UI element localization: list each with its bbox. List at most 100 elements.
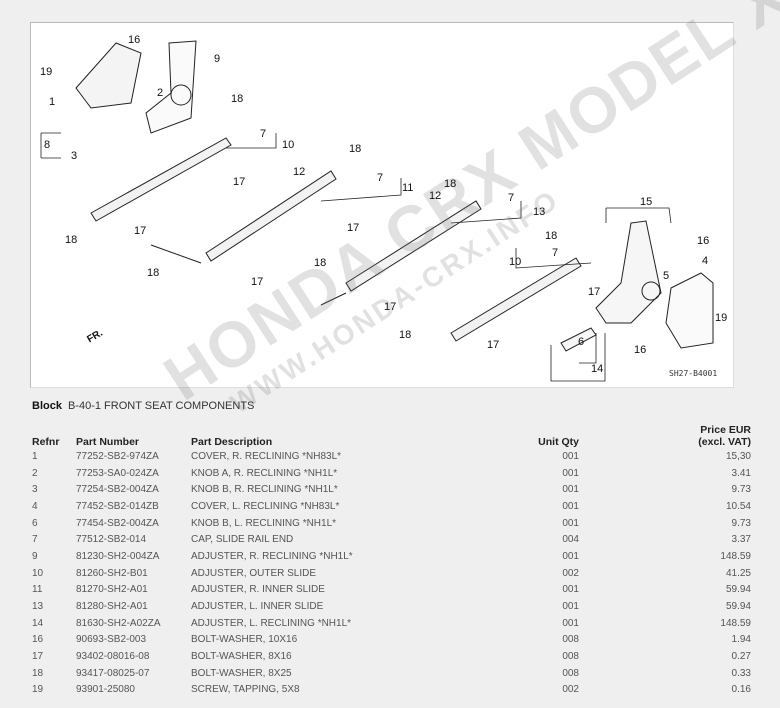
parts-diagram: HONDA CRX MODEL X WWW.HONDA-CRX.INFO FR.… xyxy=(30,0,780,419)
cell-part-number: 93901-25080 xyxy=(76,684,135,696)
parts-drawing xyxy=(40,40,714,382)
callout-label: 15 xyxy=(640,196,653,208)
callout-label: 7 xyxy=(508,192,515,204)
cell-part-number: 81630-SH2-A02ZA xyxy=(76,617,161,629)
header-description: Part Description xyxy=(191,436,273,448)
cell-price: 41.25 xyxy=(725,567,751,579)
cell-description: BOLT-WASHER, 10X16 xyxy=(191,634,298,646)
cell-price: 3.41 xyxy=(731,467,751,479)
cell-qty: 001 xyxy=(562,550,579,562)
callout-label: 18 xyxy=(231,93,244,105)
callout-label: 18 xyxy=(399,329,412,341)
cell-qty: 001 xyxy=(562,601,579,613)
header-price: Price EUR(excl. VAT) xyxy=(585,418,757,448)
callout-label: 16 xyxy=(697,235,710,247)
cell-price: 59.94 xyxy=(725,601,751,613)
callout-label: 8 xyxy=(44,139,51,151)
callout-label: 10 xyxy=(282,139,295,151)
callout-label: 18 xyxy=(65,234,78,246)
callout-label: 7 xyxy=(260,128,267,140)
cell-description: ADJUSTER, L. INNER SLIDE xyxy=(191,601,324,613)
cell-refnr: 9 xyxy=(32,550,38,562)
cell-price: 0.33 xyxy=(731,667,751,679)
cell-refnr: 17 xyxy=(32,651,44,663)
callout-label: 6 xyxy=(578,336,585,348)
table-row: 2 77253-SA0-024ZA KNOB A, R. RECLINING *NH… xyxy=(26,465,757,482)
callout-label: 18 xyxy=(147,267,160,279)
recliner-left xyxy=(560,220,714,352)
callout-label: 1 xyxy=(49,96,56,108)
cell-price: 0.16 xyxy=(731,684,751,696)
callout-label: 17 xyxy=(347,222,360,234)
cell-refnr: 11 xyxy=(32,584,43,596)
callout-label: 4 xyxy=(702,255,709,267)
cell-qty: 001 xyxy=(562,450,579,462)
table-row: 10 81260-SH2-B01 ADJUSTER, OUTER SLIDE 002 4… xyxy=(26,565,757,582)
cell-price: 9.73 xyxy=(731,517,751,529)
header-refnr: Refnr xyxy=(32,436,60,448)
cell-part-number: 81270-SH2-A01 xyxy=(76,584,148,596)
callout-label: 14 xyxy=(591,363,604,375)
cell-qty: 001 xyxy=(562,617,579,629)
cell-description: ADJUSTER, R. INNER SLIDE xyxy=(191,584,325,596)
cell-price: 3.37 xyxy=(731,534,751,546)
cell-description: KNOB A, R. RECLINING *NH1L* xyxy=(191,467,338,479)
table-row: 11 81270-SH2-A01 ADJUSTER, R. INNER SLIDE 0… xyxy=(26,582,757,599)
cell-part-number: 77253-SA0-024ZA xyxy=(76,467,159,479)
price-header-line1: Price EUR xyxy=(700,424,751,436)
cell-part-number: 93417-08025-07 xyxy=(76,667,150,679)
cell-part-number: 77254-SB2-004ZA xyxy=(76,484,159,496)
cell-part-number: 77252-SB2-974ZA xyxy=(76,450,159,462)
price-header-line2: (excl. VAT) xyxy=(698,436,751,448)
cell-part-number: 81260-SH2-B01 xyxy=(76,567,148,579)
cell-refnr: 7 xyxy=(32,534,38,546)
callout-label: 5 xyxy=(663,270,670,282)
cell-price: 148.59 xyxy=(720,550,751,562)
callout-label: 16 xyxy=(634,344,647,356)
cell-refnr: 1 xyxy=(32,450,38,462)
cell-description: CAP, SLIDE RAIL END xyxy=(191,534,294,546)
cell-refnr: 10 xyxy=(32,567,44,579)
cell-description: ADJUSTER, OUTER SLIDE xyxy=(191,567,317,579)
cell-price: 9.73 xyxy=(731,484,751,496)
callout-label: 16 xyxy=(128,34,141,46)
cell-refnr: 4 xyxy=(32,500,38,512)
recliner-right xyxy=(75,40,197,134)
cell-refnr: 19 xyxy=(32,684,44,696)
cell-description: BOLT-WASHER, 8X25 xyxy=(191,667,292,679)
cell-qty: 001 xyxy=(562,484,579,496)
cell-price: 1.94 xyxy=(731,634,751,646)
callout-label: 11 xyxy=(402,182,414,194)
parts-table: Refnr Part Number Part Description Unit … xyxy=(26,418,757,698)
callout-label: 18 xyxy=(545,230,558,242)
cell-qty: 001 xyxy=(562,584,579,596)
cell-part-number: 77512-SB2-014 xyxy=(76,534,147,546)
callout-label: 10 xyxy=(509,256,522,268)
cell-refnr: 3 xyxy=(32,484,38,496)
cell-qty: 008 xyxy=(562,634,579,646)
cell-description: KNOB B, L. RECLINING *NH1L* xyxy=(191,517,337,529)
callout-label: 13 xyxy=(533,206,546,218)
cell-price: 148.59 xyxy=(720,617,751,629)
callout-label: 2 xyxy=(157,87,164,99)
cell-refnr: 2 xyxy=(32,467,38,479)
cell-part-number: 77454-SB2-004ZA xyxy=(76,517,159,529)
cell-qty: 002 xyxy=(562,567,579,579)
block-label: Block xyxy=(32,400,62,412)
callout-label: 17 xyxy=(134,225,147,237)
cell-price: 10.54 xyxy=(725,500,751,512)
cell-part-number: 77452-SB2-014ZB xyxy=(76,500,159,512)
cell-refnr: 6 xyxy=(32,517,38,529)
callout-label: 19 xyxy=(40,66,53,78)
callout-label: 17 xyxy=(233,176,246,188)
cell-part-number: 90693-SB2-003 xyxy=(76,634,147,646)
